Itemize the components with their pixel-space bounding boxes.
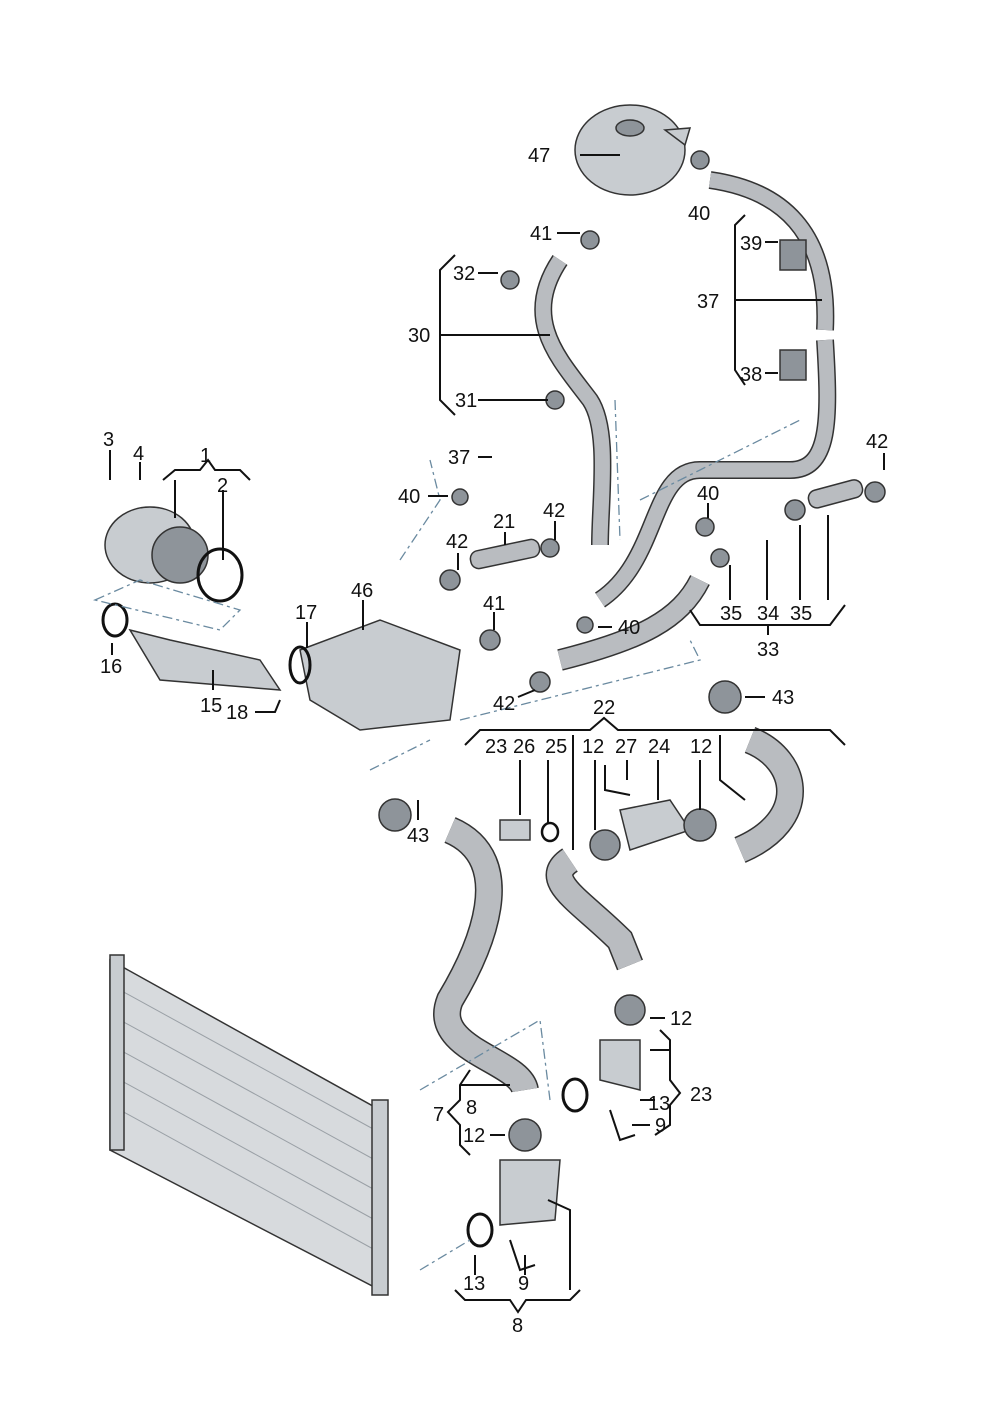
- callout-labels: 47 40 41 39 37 38 32 30 31 42 3 4 1 2 37…: [100, 145, 888, 1337]
- callout-37: 37: [448, 447, 470, 469]
- callout-22: 22: [593, 697, 615, 719]
- callout-12: 12: [690, 736, 712, 758]
- callout-32: 32: [453, 263, 475, 285]
- callout-27: 27: [615, 736, 637, 758]
- callout-39: 39: [740, 233, 762, 255]
- callout-1: 1: [200, 445, 211, 467]
- callout-38: 38: [740, 364, 762, 386]
- reference-lines: [92, 399, 801, 1271]
- callout-47: 47: [528, 145, 550, 167]
- callout-23: 23: [690, 1084, 712, 1106]
- callout-35: 35: [720, 603, 742, 625]
- callout-42: 42: [543, 500, 565, 522]
- callout-21: 21: [493, 511, 515, 533]
- callout-37: 37: [697, 291, 719, 313]
- callout-23: 23: [485, 736, 507, 758]
- callout-41: 41: [530, 223, 552, 245]
- expansion-tank: [574, 104, 692, 196]
- callout-31: 31: [455, 390, 477, 412]
- callout-18: 18: [226, 702, 248, 724]
- callout-34: 34: [757, 603, 779, 625]
- callout-40: 40: [697, 483, 719, 505]
- callout-26: 26: [513, 736, 535, 758]
- callout-3: 3: [103, 429, 114, 451]
- callout-17: 17: [295, 602, 317, 624]
- callout-12: 12: [582, 736, 604, 758]
- leader-lines: [109, 154, 885, 1314]
- callout-40: 40: [688, 203, 710, 225]
- callout-46: 46: [351, 580, 373, 602]
- callout-16: 16: [100, 656, 122, 678]
- callout-42: 42: [493, 693, 515, 715]
- callout-40: 40: [398, 486, 420, 508]
- callout-8: 8: [512, 1315, 523, 1337]
- callout-12: 12: [463, 1125, 485, 1147]
- callout-43: 43: [407, 825, 429, 847]
- callout-4: 4: [133, 443, 144, 465]
- callout-25: 25: [545, 736, 567, 758]
- callout-9: 9: [655, 1115, 666, 1137]
- callout-8: 8: [466, 1097, 477, 1119]
- callout-2: 2: [217, 475, 228, 497]
- callout-35: 35: [790, 603, 812, 625]
- callout-41: 41: [483, 593, 505, 615]
- callout-42: 42: [446, 531, 468, 553]
- callout-42: 42: [866, 431, 888, 453]
- callout-13: 13: [463, 1273, 485, 1295]
- callout-13: 13: [648, 1093, 670, 1115]
- callout-40: 40: [618, 617, 640, 639]
- fittings: [378, 150, 886, 1272]
- callout-12: 12: [670, 1008, 692, 1030]
- callout-9: 9: [518, 1273, 529, 1295]
- callout-33: 33: [757, 639, 779, 661]
- coolant-pipe: [128, 619, 461, 731]
- radiator: [109, 954, 389, 1296]
- callout-43: 43: [772, 687, 794, 709]
- callout-24: 24: [648, 736, 670, 758]
- hoses: [433, 171, 864, 1095]
- water-pump: [101, 506, 244, 638]
- callout-15: 15: [200, 695, 222, 717]
- callout-7: 7: [433, 1104, 444, 1126]
- callout-30: 30: [408, 325, 430, 347]
